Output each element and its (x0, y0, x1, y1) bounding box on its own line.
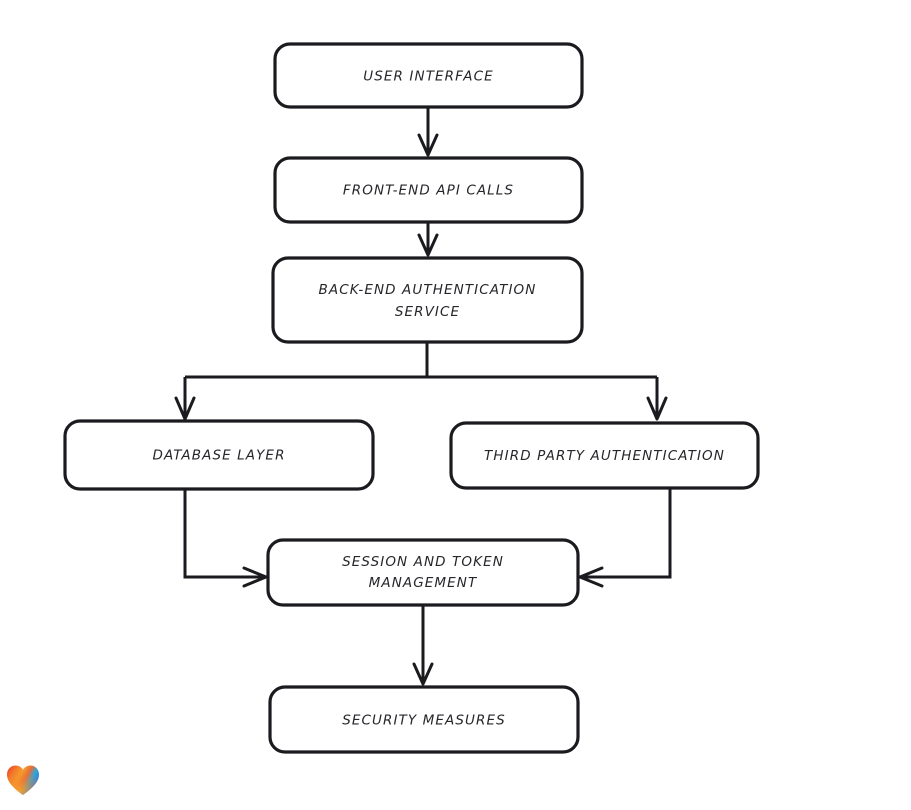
node-session-token-mgmt-label-line-2: MANAGEMENT (369, 575, 478, 591)
edge-front-end-api-calls-to-back-end-auth-service (417, 222, 439, 257)
node-back-end-auth-service-label-line-2: SERVICE (395, 304, 460, 320)
node-session-token-mgmt-shape (266, 538, 580, 607)
edge-third-party-auth-to-session-token-mgmt (578, 488, 672, 588)
edge-back-end-auth-service-to-database-layer (174, 377, 196, 421)
node-front-end-api-calls-label: FRONT-END API CALLS (343, 183, 514, 199)
node-third-party-auth-shape (449, 421, 760, 490)
node-third-party-auth-label: THIRD PARTY AUTHENTICATION (484, 448, 725, 464)
node-security-measures-label: SECURITY MEASURES (342, 713, 506, 729)
edge-back-end-auth-service-branch-stem (185, 342, 657, 379)
node-session-token-mgmt-label-line-1: SESSION AND TOKEN (342, 554, 504, 570)
node-front-end-api-calls[interactable]: FRONT-END API CALLS (273, 156, 584, 224)
node-session-token-mgmt[interactable]: SESSION AND TOKEN MANAGEMENT (266, 538, 580, 607)
node-back-end-auth-service-label-line-1: BACK-END AUTHENTICATION (319, 282, 537, 298)
node-user-interface[interactable]: USER INTERFACE (273, 42, 584, 109)
node-security-measures-shape (268, 685, 580, 754)
node-back-end-auth-service-shape (271, 256, 584, 344)
node-user-interface-label: USER INTERFACE (363, 69, 493, 85)
node-user-interface-shape (273, 42, 584, 109)
node-database-layer-shape (63, 419, 375, 491)
node-security-measures[interactable]: SECURITY MEASURES (268, 685, 580, 754)
heart-icon (7, 765, 39, 795)
node-third-party-auth[interactable]: THIRD PARTY AUTHENTICATION (449, 421, 760, 490)
edge-session-token-mgmt-to-security-measures (412, 605, 434, 686)
edge-back-end-auth-service-to-third-party-auth (646, 377, 668, 421)
edge-database-layer-to-session-token-mgmt (183, 489, 268, 588)
node-back-end-auth-service[interactable]: BACK-END AUTHENTICATION SERVICE (271, 256, 584, 344)
node-front-end-api-calls-shape (273, 156, 584, 224)
node-database-layer[interactable]: DATABASE LAYER (63, 419, 375, 491)
edge-user-interface-to-front-end-api-calls (417, 107, 439, 157)
node-database-layer-label: DATABASE LAYER (152, 448, 285, 464)
